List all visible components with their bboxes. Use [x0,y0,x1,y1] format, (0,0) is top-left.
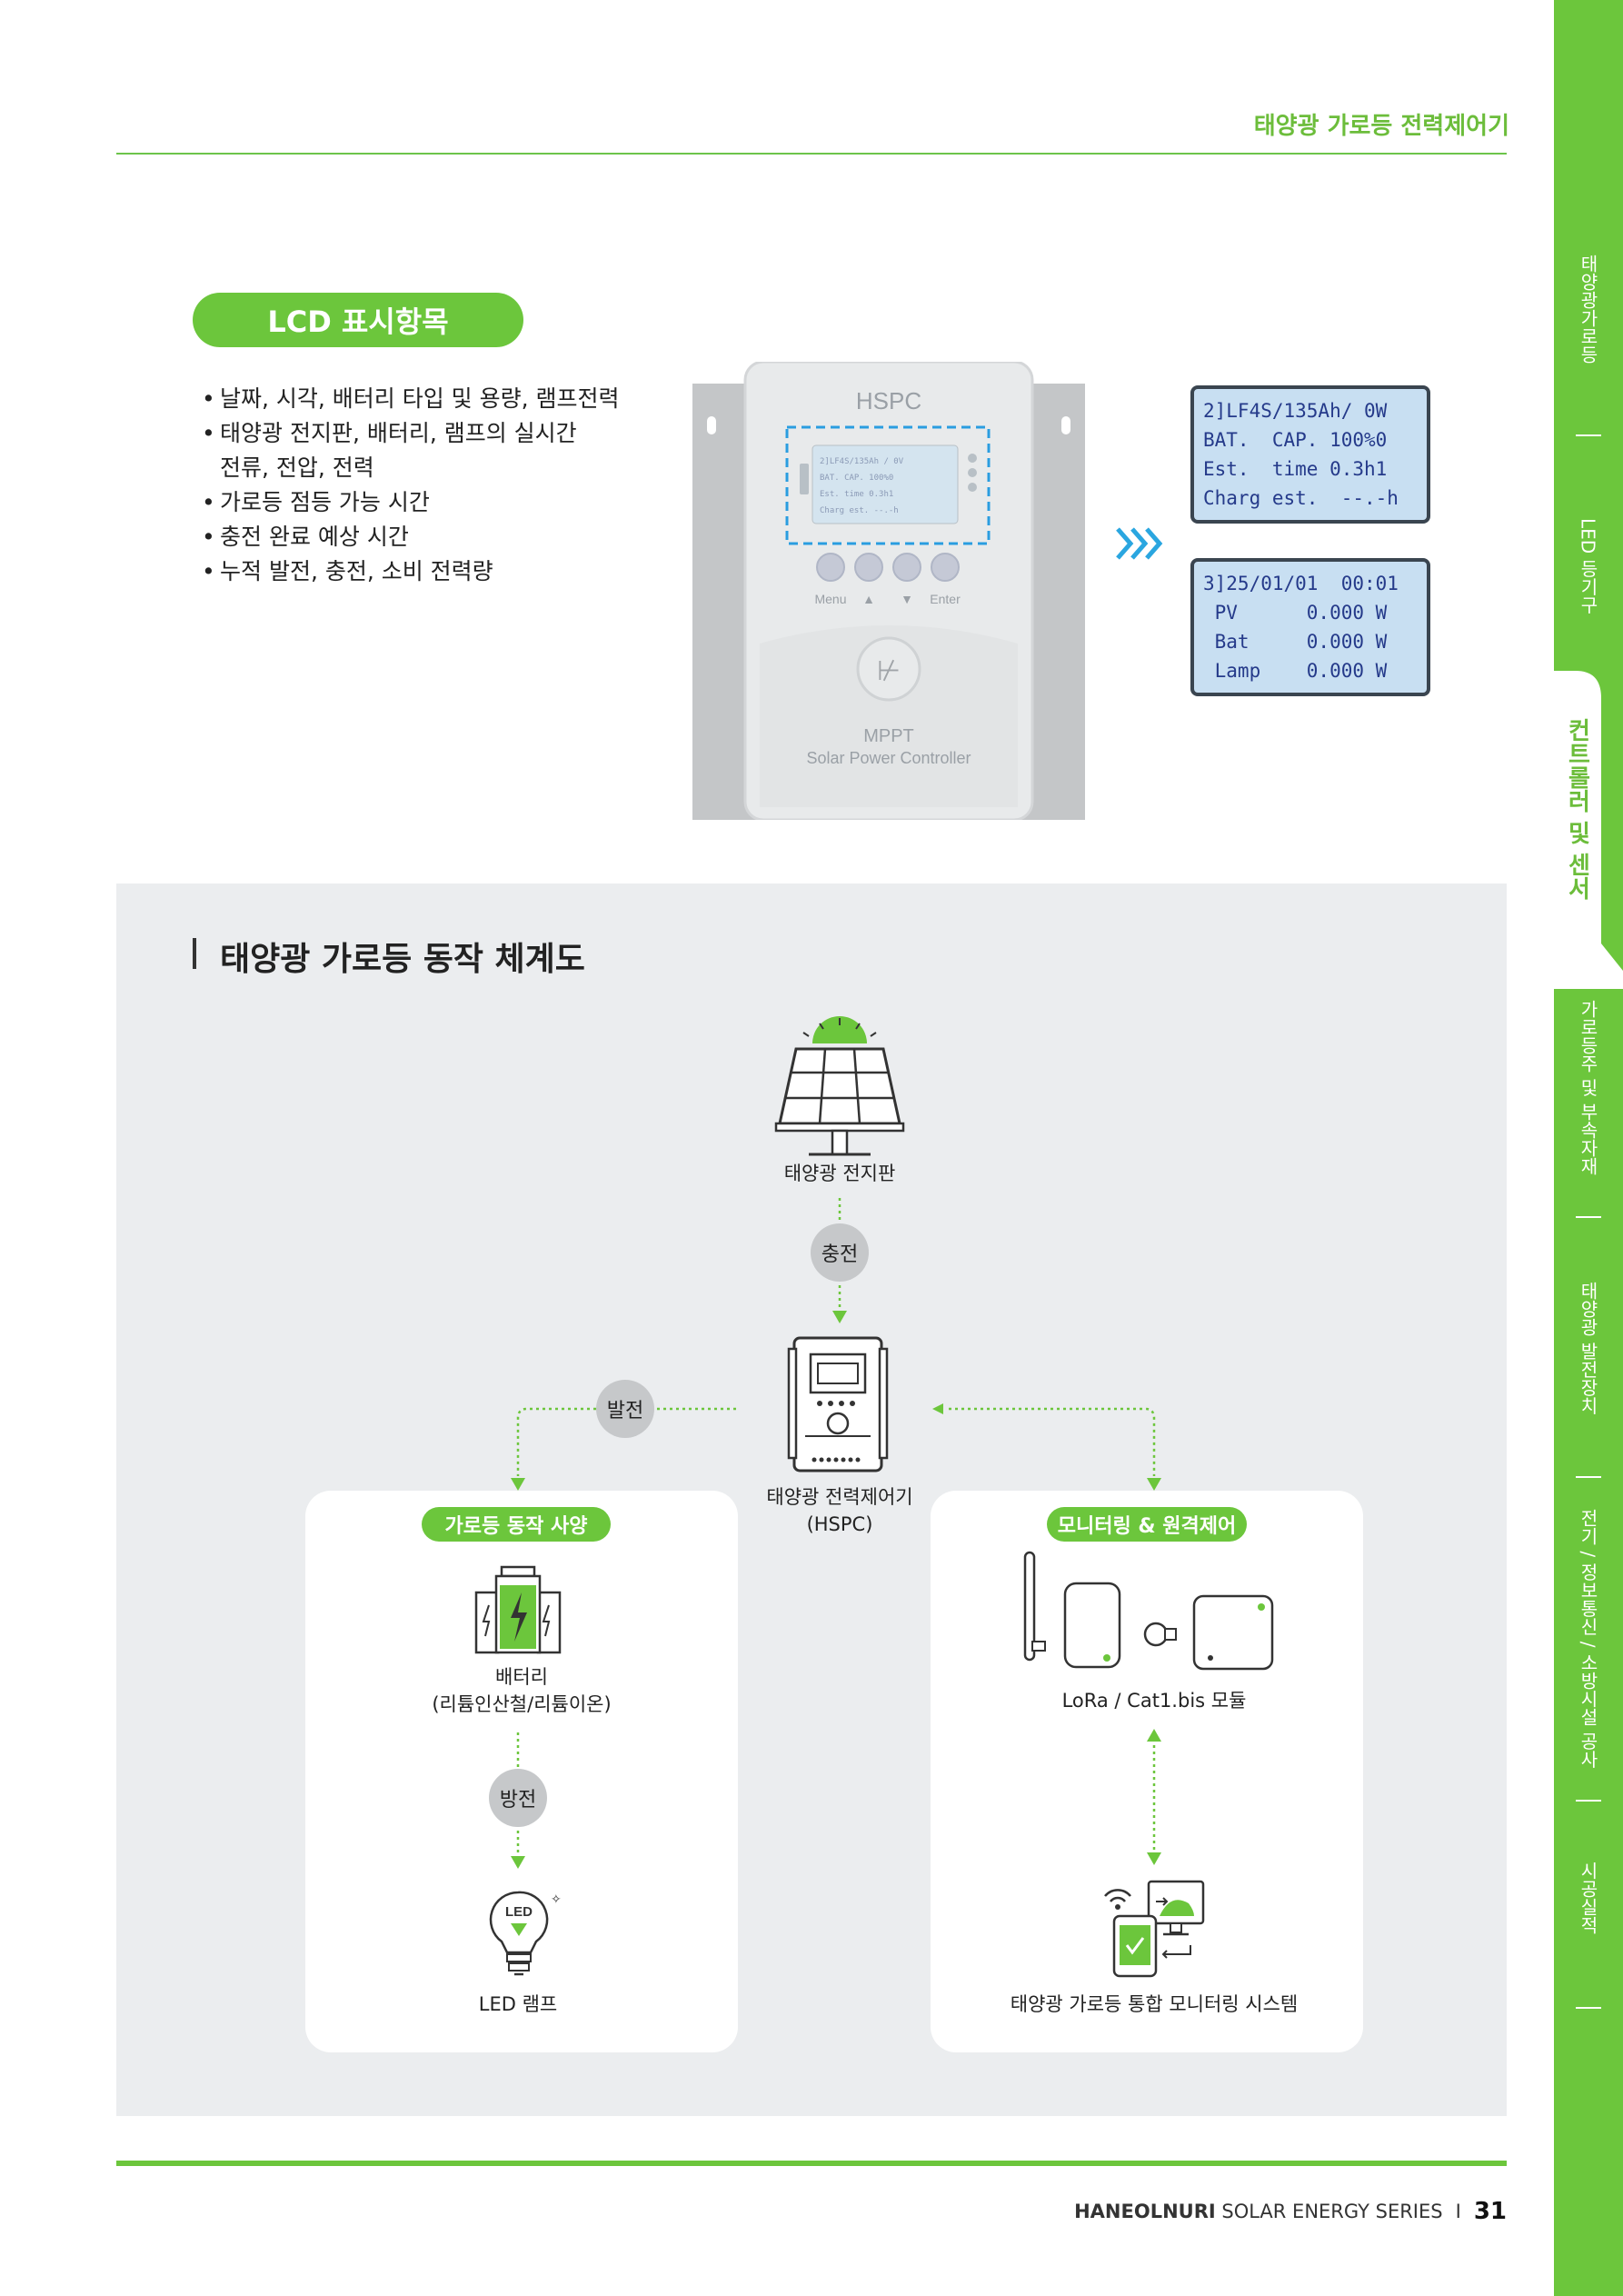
side-nav-active-shape [1554,671,1623,989]
list-item: 충전 완료 예상 시간 [202,520,620,554]
battery-label: 배터리 (리튬인산철/리튬이온) [403,1663,640,1718]
lcd-items-pill: LCD 표시항목 [193,293,523,347]
side-nav-separator [1576,1216,1601,1218]
footer-brand-rest: SOLAR ENERGY SERIES [1221,2201,1443,2222]
side-nav-item-controller-sensor[interactable]: 컨트롤러 및 센서 [1543,718,1612,936]
header-rule [116,153,1507,155]
footer: HANEOLNURI SOLAR ENERGY SERIES I 31 [1074,2198,1507,2225]
controller-label-line1: 태양광 전력제어기 [766,1486,913,1508]
side-nav-separator [1576,2007,1601,2009]
charge-badge: 충전 [811,1223,869,1282]
side-nav-item-references[interactable]: 시공실적 [1554,1862,1623,1943]
bullet-text: 태양광 전지판, 배터리, 램프의 실시간 [220,420,577,446]
lcd-bullet-list: 날짜, 시각, 배터리 타입 및 용량, 램프전력 태양광 전지판, 배터리, … [202,382,620,589]
bullet-text: 가로등 점등 가능 시간 [220,489,430,515]
bullet-text: 누적 발전, 충전, 소비 전력량 [220,558,493,584]
device-button-label: Enter [930,592,961,606]
device-model: MPPT [863,726,914,746]
list-item: 누적 발전, 충전, 소비 전력량 [202,554,620,589]
footer-brand-bold: HANEOLNURI [1074,2201,1216,2222]
side-nav-item-led[interactable]: LED 등기구 [1554,518,1623,618]
device-screen-line: Charg est. --.-h [820,506,899,515]
side-nav-label: 태양광 발전장치 [1577,1282,1599,1415]
side-nav [1554,0,1623,2296]
device-button-label: ▼ [901,592,913,606]
list-item: 날짜, 시각, 배터리 타입 및 용량, 램프전력 [202,382,620,416]
footer-separator: I [1455,2201,1461,2222]
diagram-title-bar [193,938,196,969]
generate-badge: 발전 [596,1380,654,1438]
svg-text:✧: ✧ [551,1892,562,1907]
streetlight-spec-pill: 가로등 동작 사양 [422,1507,611,1542]
discharge-badge: 방전 [489,1769,547,1827]
page-header-title: 태양광 가로등 전력제어기 [1253,113,1509,140]
side-nav-label: 전기 / 정보통신 / 소방시설 공사 [1577,1509,1599,1769]
monitoring-system-label: 태양광 가로등 통합 모니터링 시스템 [1010,1993,1299,2015]
side-nav-item-solar-streetlight[interactable]: 태양광가로등 [1554,255,1623,373]
battery-icon [474,1565,562,1654]
monitoring-system-icon [1104,1880,1205,1978]
device-model-sub: Solar Power Controller [806,749,971,767]
side-nav-label: LED 등기구 [1577,518,1599,614]
footer-rule [116,2161,1507,2166]
side-nav-separator [1576,434,1601,436]
device-button-label: ▲ [862,592,875,606]
side-nav-label: 가로등주 및 부속자재 [1577,1000,1599,1175]
solar-panel-label: 태양광 전지판 [783,1163,896,1184]
side-nav-label: 태양광가로등 [1577,255,1599,364]
solar-panel-icon [774,1016,905,1156]
bullet-text: 전류, 전압, 전력 [220,454,374,481]
device-brand: HSPC [856,387,921,414]
led-bulb-text: LED [505,1904,533,1920]
device-screen-line: 2]LF4S/135Ah / 0V [820,457,904,466]
device-button-label: Menu [814,592,846,606]
controller-icon [787,1336,889,1472]
bullet-text: 날짜, 시각, 배터리 타입 및 용량, 램프전력 [220,385,620,412]
battery-label-line1: 배터리 [495,1666,548,1688]
chevron-right-icon [1116,527,1163,560]
lcd-display-panel-1: 2]LF4S/135Ah/ 0W BAT. CAP. 100%0 Est. ti… [1190,385,1430,524]
lora-module-icon [1023,1551,1274,1671]
footer-brand: HANEOLNURI SOLAR ENERGY SERIES [1074,2201,1443,2222]
lora-module-label: LoRa / Cat1.bis 모듈 [1061,1690,1247,1712]
side-nav-item-construction[interactable]: 전기 / 정보통신 / 소방시설 공사 [1554,1509,1623,1782]
list-item: 가로등 점등 가능 시간 [202,485,620,520]
side-nav-item-solar-generation[interactable]: 태양광 발전장치 [1554,1282,1623,1418]
device-screen-line: Est. time 0.3h1 [820,490,893,499]
battery-label-line2: (리튬인산철/리튬이온) [432,1693,612,1715]
svg-text:⊬: ⊬ [877,656,901,686]
side-nav-item-pole[interactable]: 가로등주 및 부속자재 [1554,1000,1623,1182]
side-nav-label: 시공실적 [1577,1862,1599,1934]
bullet-text: 충전 완료 예상 시간 [220,524,409,550]
controller-label-line2: (HSPC) [806,1513,873,1535]
controller-device-image: HSPC 2]LF4S/135Ah / 0V BAT. CAP. 100%0 E… [692,362,1085,820]
led-bulb-icon: LED ✧ [489,1891,562,1976]
lcd-display-panel-2: 3]25/01/01 00:01 PV 0.000 W Bat 0.000 W … [1190,558,1430,696]
led-lamp-label: LED 램프 [478,1993,558,2015]
device-screen-line: BAT. CAP. 100%0 [820,474,893,483]
monitoring-pill: 모니터링 & 원격제어 [1047,1507,1247,1542]
diagram-title: 태양광 가로등 동작 체계도 [220,941,585,978]
side-nav-separator [1576,1800,1601,1802]
side-nav-separator [1576,1476,1601,1478]
side-nav-label: 컨트롤러 및 센서 [1563,718,1591,901]
page-number: 31 [1473,2198,1507,2225]
controller-label: 태양광 전력제어기 (HSPC) [740,1483,940,1538]
